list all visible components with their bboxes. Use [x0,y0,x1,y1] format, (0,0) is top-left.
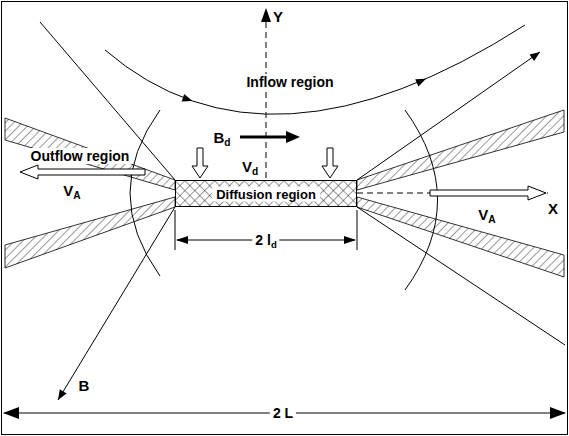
velocity-label: Vd [242,159,258,174]
dimension-diffusion [175,210,357,250]
arrowhead [344,236,356,244]
dimension-tick [175,210,176,250]
arrowhead [3,407,19,419]
symbol-main: V [63,182,73,199]
field-lines [40,22,565,400]
hatched-band [357,110,564,190]
hatched-band [5,118,175,190]
symbol-main: V [478,206,488,223]
velocity-label: VA [63,183,80,198]
region-label: Outflow region [28,148,133,164]
crosshatch-rect [176,181,357,207]
arrowhead [530,49,543,61]
field-line [130,110,160,276]
hollow-arrow [192,148,208,178]
hatched-band [357,197,564,277]
symbol-subscript: d [252,166,258,177]
arrowhead [182,94,194,105]
axis-label: X [548,201,558,216]
diffusion-region: Diffusion region [175,180,357,207]
arrowhead [176,236,188,244]
dimension-label: 2 ld [252,232,279,248]
symbol-subscript: d [271,239,277,250]
symbol-subscript: A [73,190,80,201]
dimension-tick [357,210,358,250]
field-arrow [240,136,288,139]
region-label: Inflow region [243,74,336,90]
field-line [105,25,525,114]
arrowhead [55,389,67,402]
hollow-arrow [20,165,145,179]
separatrix [58,207,175,400]
y-axis [266,22,267,178]
inflow-arrows [192,148,338,178]
separatrix [357,52,540,180]
field-label: Bd [213,130,230,145]
symbol-main: B [213,129,224,146]
outflow-bands [5,110,564,277]
velocity-label: VA [478,207,495,222]
symbol-subscript: A [488,214,495,225]
symbol-subscript: d [224,137,230,148]
region-label: Diffusion region [212,186,320,201]
symbol-main: V [242,158,252,175]
field-label: B [79,378,90,393]
field-line [405,110,438,290]
axis-arrowhead [261,8,271,22]
hollow-arrow [430,186,546,200]
arrowhead [415,75,427,86]
dimension-label: 2 L [270,405,296,421]
arrowhead [550,407,566,419]
hatched-band [5,197,175,268]
arrowhead [286,131,300,143]
symbol-main: 2 l [255,232,271,248]
axis-label: Y [273,9,283,24]
field-arrowheads [55,49,543,402]
separatrix [357,207,565,345]
hollow-arrow [322,148,338,178]
